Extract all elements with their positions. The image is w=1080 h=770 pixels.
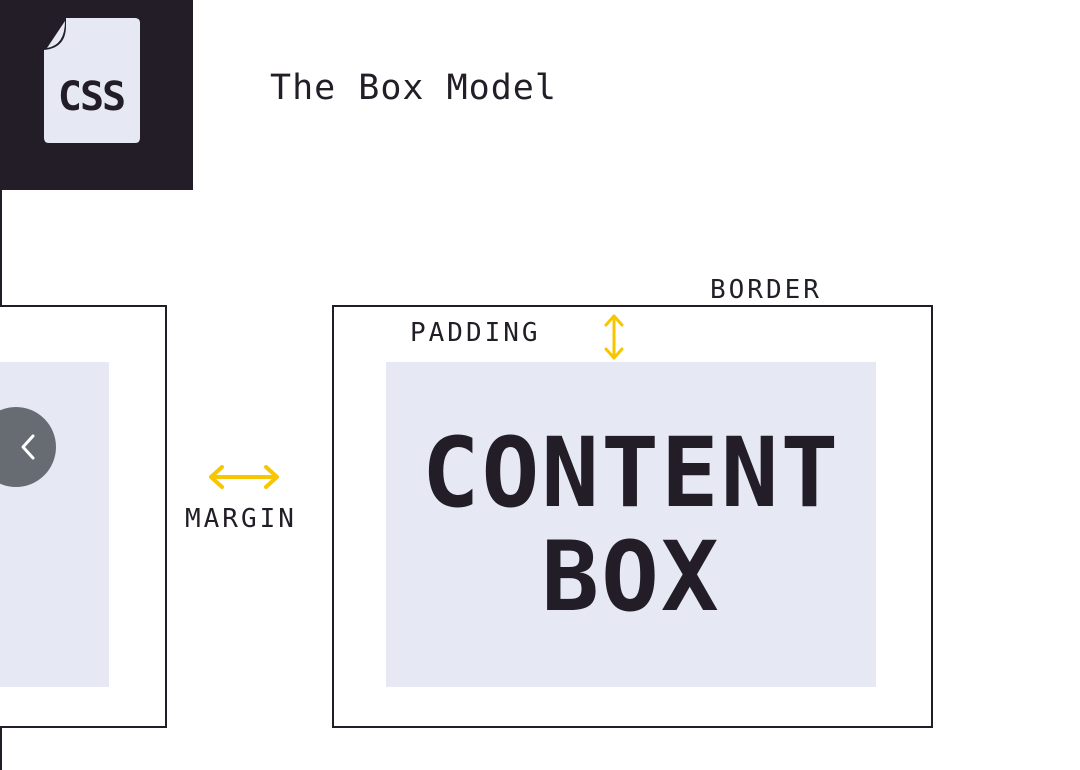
css-logo-tile: CSS bbox=[0, 0, 193, 190]
content-box-area: CONTENT BOX bbox=[386, 362, 876, 687]
content-box-line-1: CONTENT bbox=[421, 416, 841, 529]
margin-label: MARGIN bbox=[185, 504, 297, 534]
content-box-line-2: BOX bbox=[541, 520, 721, 633]
border-label: BORDER bbox=[710, 275, 822, 305]
chevron-left-icon bbox=[21, 434, 35, 460]
padding-label: PADDING bbox=[410, 318, 541, 348]
margin-arrow-icon bbox=[209, 465, 279, 489]
content-box-label: CONTENT BOX bbox=[386, 362, 876, 687]
padding-arrow-icon bbox=[604, 314, 624, 360]
box-model-border: CONTENT BOX bbox=[332, 305, 933, 728]
css-file-icon: CSS bbox=[44, 18, 140, 143]
previous-box bbox=[0, 305, 167, 728]
page-title: The Box Model bbox=[270, 68, 557, 108]
css-logo-text: CSS bbox=[58, 74, 124, 120]
